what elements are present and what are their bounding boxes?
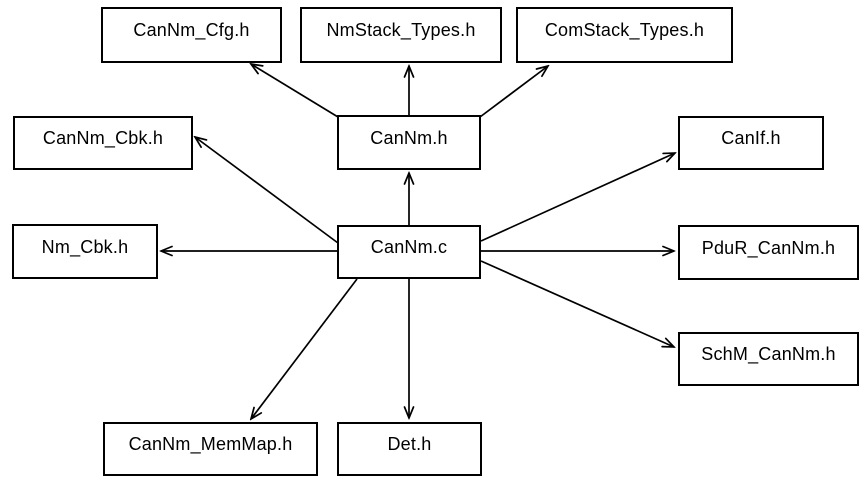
diagram-node-label: PduR_CanNm.h	[701, 237, 836, 258]
diagram-node-det-h: Det.h	[337, 422, 482, 476]
diagram-node-label: ComStack_Types.h	[544, 20, 705, 40]
include-arrow-cannm-h-to-comstack-types-h	[479, 66, 548, 118]
diagram-node-label: CanNm_MemMap.h	[128, 434, 293, 454]
diagram-node-cannm-c: CanNm.c	[337, 225, 481, 279]
diagram-node-label: NmStack_Types.h	[326, 20, 476, 40]
diagram-node-label: Det.h	[387, 434, 432, 454]
diagram-node-label: Nm_Cbk.h	[41, 236, 129, 257]
diagram-node-pdur-cannm-h: PduR_CanNm.h	[678, 225, 859, 280]
include-arrow-cannm-c-to-cannm-cbk-h	[195, 137, 339, 244]
diagram-node-label: CanNm.h	[370, 127, 448, 148]
include-arrow-cannm-h-to-cannm-cfg-h	[251, 64, 339, 118]
diagram-node-nmstack-types-h: NmStack_Types.h	[300, 7, 502, 63]
diagram-node-cannm-cfg-h: CanNm_Cfg.h	[101, 7, 282, 63]
include-arrow-cannm-c-to-canif-h	[480, 153, 675, 242]
include-arrow-cannm-c-to-schm-cannm-h	[480, 260, 674, 347]
diagram-node-cannm-h: CanNm.h	[337, 115, 481, 170]
diagram-node-cannm-memmap-h: CanNm_MemMap.h	[103, 422, 318, 476]
include-arrow-cannm-c-to-cannm-memmap-h	[251, 278, 358, 419]
diagram-node-schm-cannm-h: SchM_CanNm.h	[678, 332, 859, 386]
diagram-node-cannm-cbk-h: CanNm_Cbk.h	[13, 116, 193, 170]
diagram-node-label: CanNm_Cbk.h	[42, 128, 164, 148]
diagram-node-label: CanIf.h	[721, 128, 781, 148]
diagram-node-label: CanNm.c	[370, 237, 448, 257]
diagram-node-label: CanNm_Cfg.h	[133, 20, 250, 40]
diagram-node-comstack-types-h: ComStack_Types.h	[516, 7, 733, 63]
diagram-node-nm-cbk-h: Nm_Cbk.h	[12, 224, 158, 279]
diagram-node-label: SchM_CanNm.h	[701, 344, 836, 364]
diagram-node-canif-h: CanIf.h	[678, 116, 824, 170]
